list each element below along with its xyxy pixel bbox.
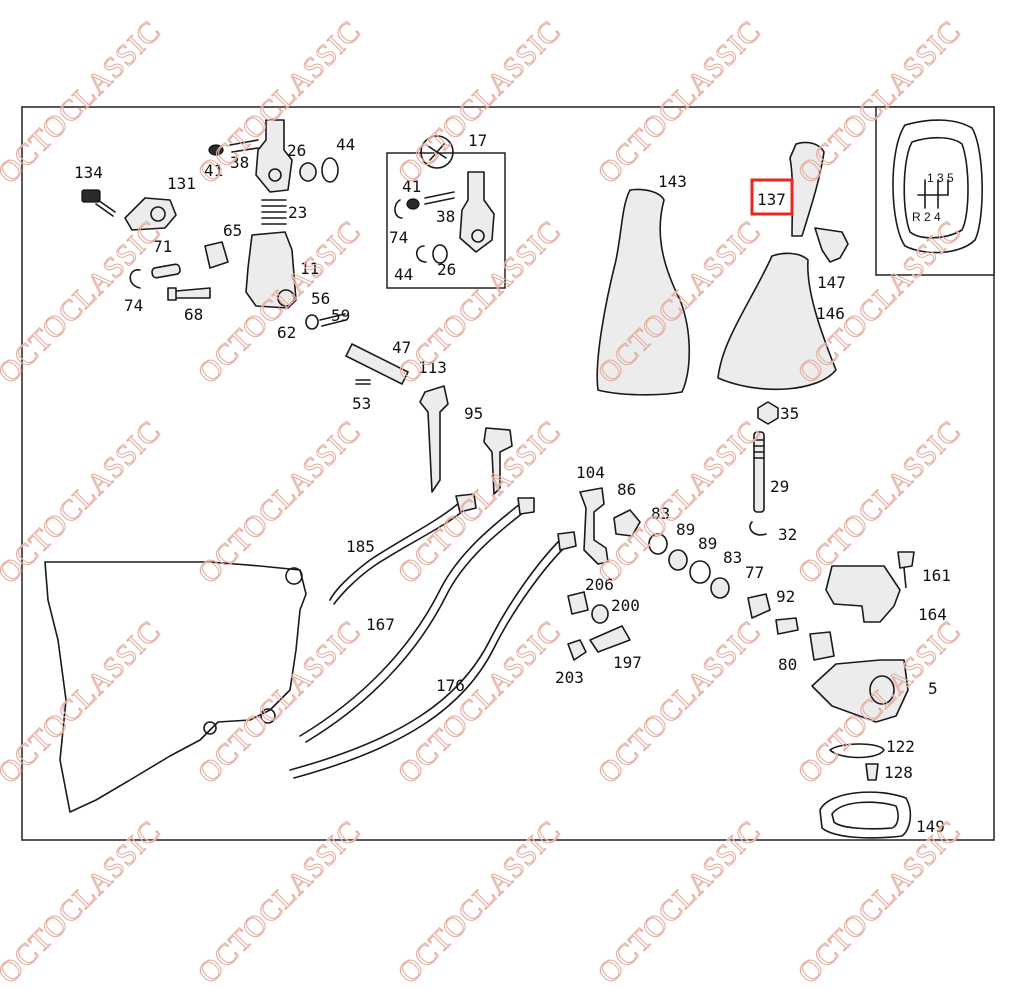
callout-86[interactable]: 86 [617,480,636,499]
shaft-47 [345,343,409,385]
bracket-104 [579,487,609,565]
callout-35[interactable]: 35 [780,404,799,423]
callout-80[interactable]: 80 [778,655,797,674]
block-65 [204,241,229,269]
callout-44[interactable]: 44 [336,135,355,154]
callout-26[interactable]: 26 [287,141,306,160]
lever-95 [483,427,513,495]
callout-71[interactable]: 71 [153,237,172,256]
callout-47[interactable]: 47 [392,338,411,357]
callout-77[interactable]: 77 [745,563,764,582]
callout-labels: 134 131 71 74 41 38 26 44 23 65 11 68 56… [74,131,951,836]
callout-131[interactable]: 131 [167,174,196,193]
cable-176 [289,539,561,771]
part-drawings [44,119,915,839]
callout-147[interactable]: 147 [817,273,846,292]
callout-inset-74[interactable]: 74 [389,228,408,247]
watermark-text: OCTOCLASSIC [392,14,568,190]
shift-pattern-bottom: R 2 4 [912,210,941,224]
callout-inset-26[interactable]: 26 [437,260,456,279]
callout-5[interactable]: 5 [928,679,938,698]
bracket-164 [825,565,901,623]
callout-41[interactable]: 41 [204,161,223,180]
callout-161[interactable]: 161 [922,566,951,585]
selector-26 [255,119,293,193]
highlight-box-137[interactable] [750,178,794,216]
callout-inset-41[interactable]: 41 [402,177,421,196]
bolt-68 [167,287,211,301]
bolt-134 [81,189,116,217]
spring-23 [261,199,287,225]
watermark-text: OCTOCLASSIC [0,414,167,590]
gasket-149 [819,791,912,839]
callout-122[interactable]: 122 [886,737,915,756]
callout-149[interactable]: 149 [916,817,945,836]
callout-167[interactable]: 167 [366,615,395,634]
clip-74 [129,269,141,289]
watermark-text: OCTOCLASSIC [592,14,768,190]
callout-65[interactable]: 65 [223,221,242,240]
callout-104[interactable]: 104 [576,463,605,482]
boot-143 [596,188,691,396]
callout-134[interactable]: 134 [74,163,103,182]
callout-inset-38[interactable]: 38 [436,207,455,226]
callout-inset-44[interactable]: 44 [394,265,413,284]
inset-box-17 [386,152,506,289]
clip-147 [814,227,849,263]
callout-128[interactable]: 128 [884,763,913,782]
callout-68[interactable]: 68 [184,305,203,324]
callout-143[interactable]: 143 [658,172,687,191]
callout-146[interactable]: 146 [816,304,845,323]
callout-176[interactable]: 176 [436,676,465,695]
cable-185 [329,501,461,601]
callout-74[interactable]: 74 [124,296,143,315]
diagram-frame [21,106,995,841]
pin-71 [151,263,181,279]
callout-56[interactable]: 56 [311,289,330,308]
watermark-text: OCTOCLASSIC [392,414,568,590]
housing-11 [245,231,297,309]
watermark-text: OCTOCLASSIC [0,614,167,790]
watermark-text: OCTOCLASSIC [192,414,368,590]
shift-pattern-icon: 1 3 5 R 2 4 [892,119,983,254]
callout-17[interactable]: 17 [468,131,487,150]
callout-11[interactable]: 11 [300,259,319,278]
callout-83[interactable]: 83 [651,504,670,523]
callout-62[interactable]: 62 [277,323,296,342]
cable-167 [299,503,521,737]
callout-89b[interactable]: 89 [698,534,717,553]
lever-113 [419,385,449,493]
callout-92[interactable]: 92 [776,587,795,606]
callout-200[interactable]: 200 [611,596,640,615]
watermark-text: OCTOCLASSIC [792,414,968,590]
shift-pattern-top: 1 3 5 [927,171,954,185]
callout-164[interactable]: 164 [918,605,947,624]
callout-32[interactable]: 32 [778,525,797,544]
callout-53[interactable]: 53 [352,394,371,413]
callout-38[interactable]: 38 [230,153,249,172]
callout-185[interactable]: 185 [346,537,375,556]
shift-pattern-frame [875,106,995,276]
callout-197[interactable]: 197 [613,653,642,672]
callout-137[interactable]: 137 [757,190,786,209]
callout-29[interactable]: 29 [770,477,789,496]
callout-113[interactable]: 113 [418,358,447,377]
callout-23[interactable]: 23 [288,203,307,222]
callout-95[interactable]: 95 [464,404,483,423]
callout-206[interactable]: 206 [585,575,614,594]
callout-89[interactable]: 89 [676,520,695,539]
callout-83b[interactable]: 83 [723,548,742,567]
boot-146 [717,252,837,391]
callout-203[interactable]: 203 [555,668,584,687]
callout-59[interactable]: 59 [331,306,350,325]
